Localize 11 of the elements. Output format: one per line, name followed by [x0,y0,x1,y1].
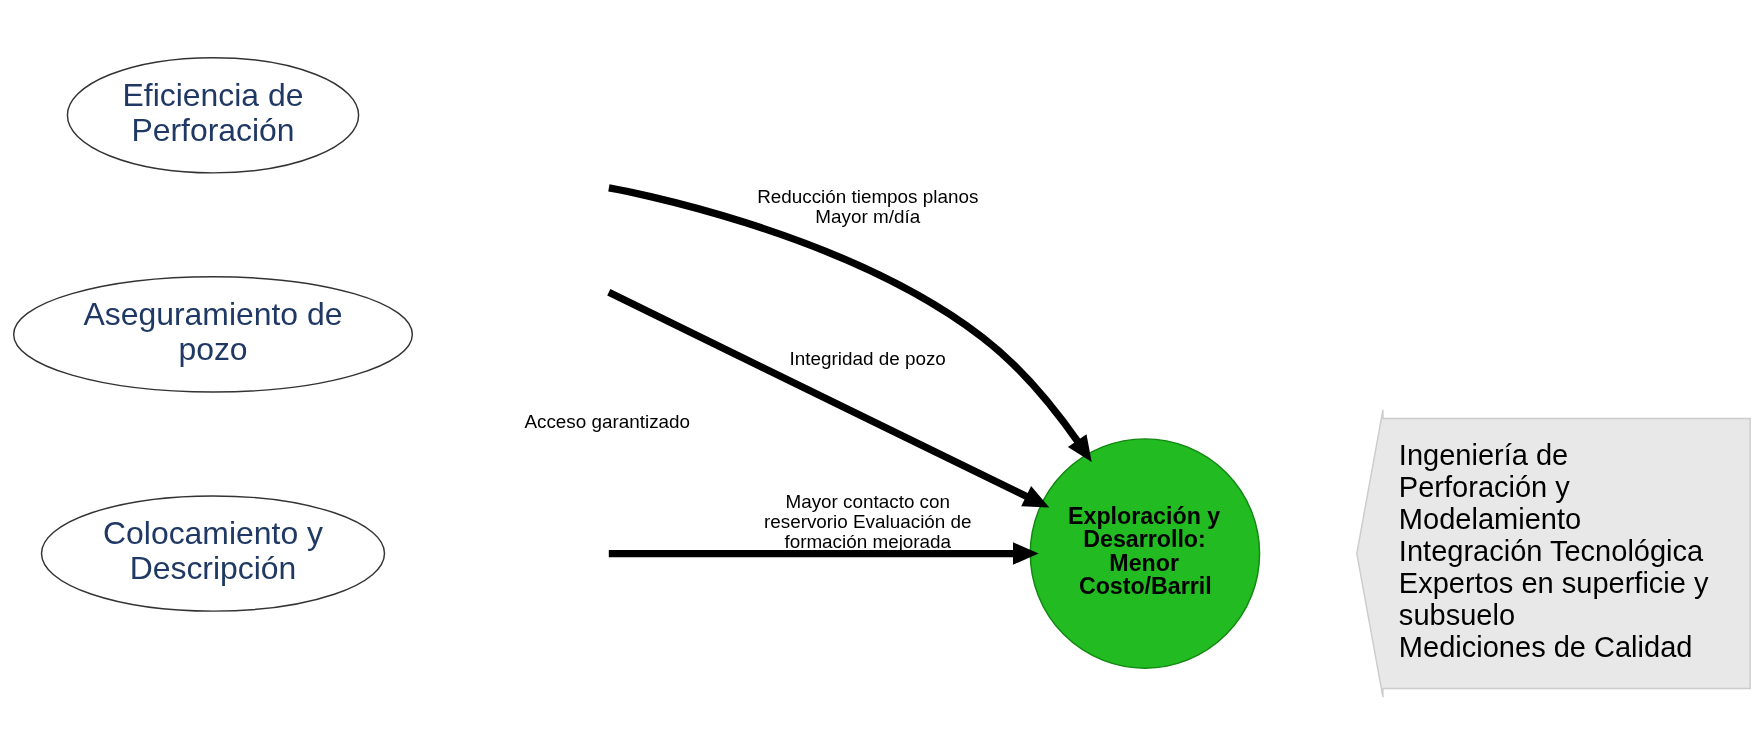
arrow [607,288,1050,508]
arrow [608,541,1039,565]
node-ellipse: Eficiencia de Perforación [66,56,360,174]
node-ellipse: Colocamiento y Descripción [40,494,386,612]
label: Acceso garantizado [524,410,691,432]
node-ellipse: Aseguramiento de pozo [12,275,414,393]
edge-label: Integridad de pozo [789,347,946,369]
edge-label: Reducción tiempos planos Mayor m/día [757,185,979,227]
arrow [608,183,1092,462]
node-circle: Exploración y Desarrollo: Menor Costo/Barril [1029,437,1261,669]
edge-label: Mayor contacto con reservorio Evaluación de formación mejorada [763,490,972,552]
